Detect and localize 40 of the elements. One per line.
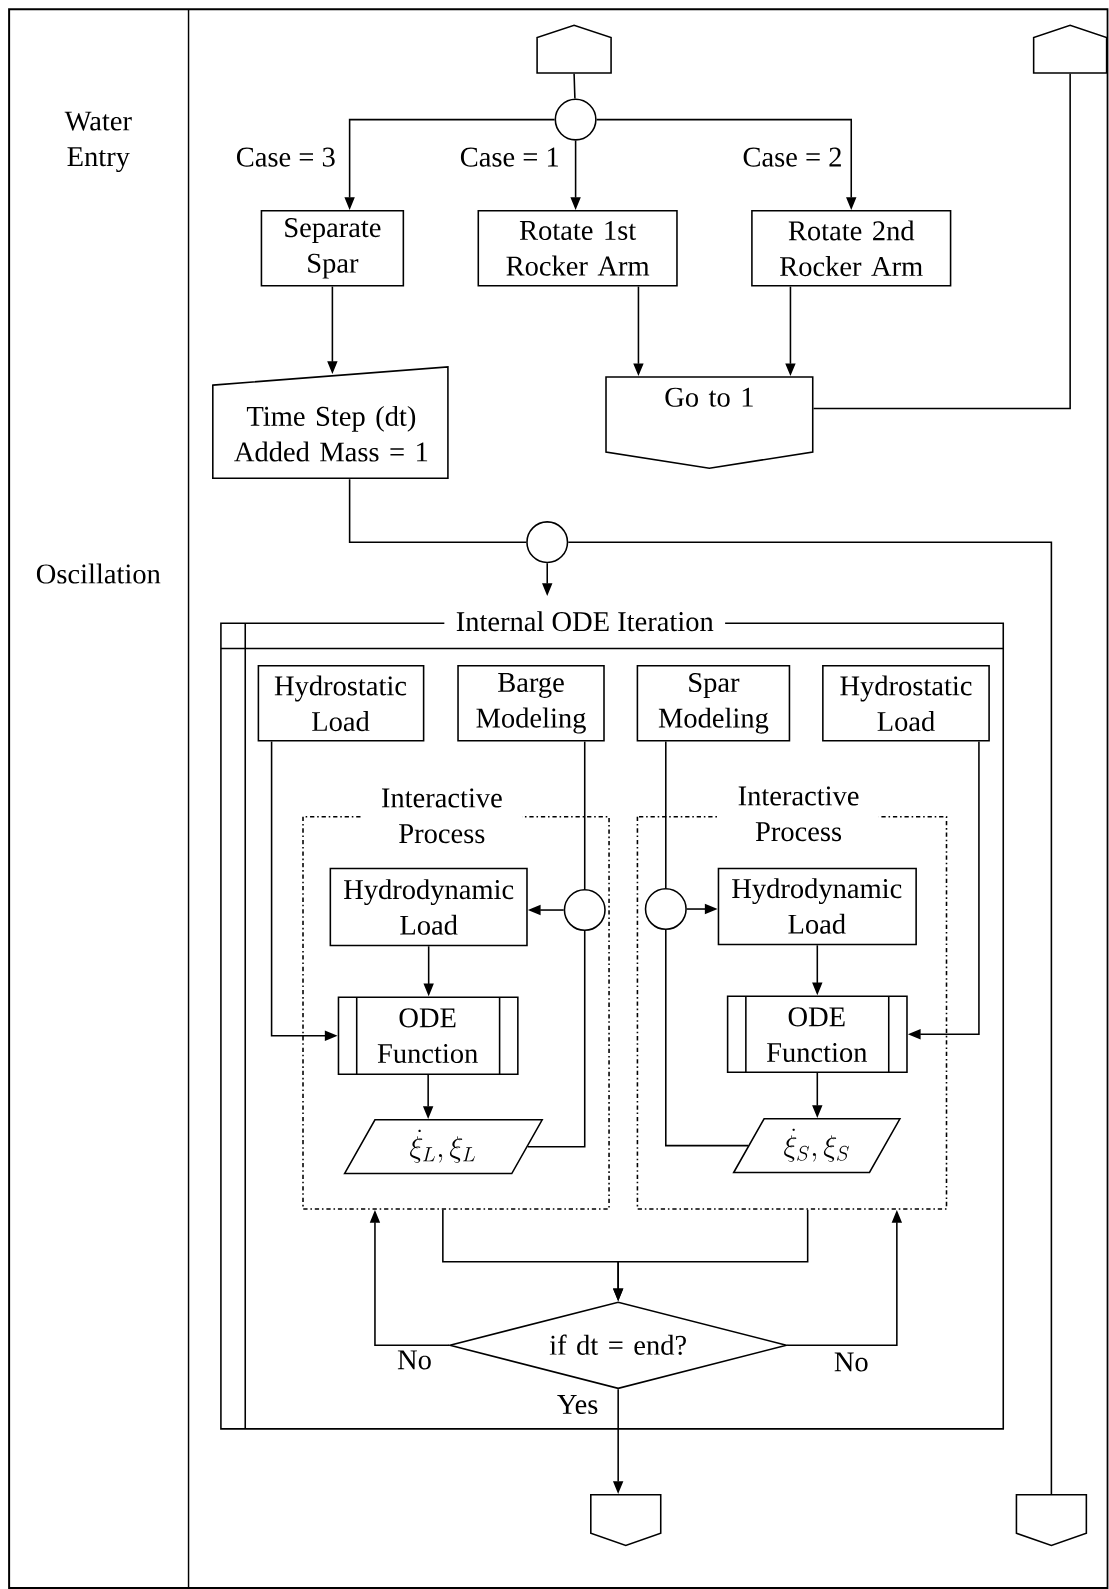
process-box: Hydrodynamic Load	[717, 867, 918, 946]
lane-label: Water Entry	[64, 111, 132, 173]
edge-label: No	[834, 1352, 868, 1372]
off-page-connector	[590, 1493, 662, 1547]
edge-label: Yes	[557, 1395, 598, 1415]
predefined-process-box: ODE Function	[337, 996, 519, 1075]
manual-input-box: Time Step (dt) Added Mass = 1	[212, 366, 449, 480]
edge-label: Case = 3	[237, 147, 335, 167]
lane-label: Oscillation	[37, 563, 161, 584]
off-page-connector	[1015, 1493, 1088, 1547]
process-box: Spar Modeling	[636, 665, 791, 742]
process-box: Separate Spar	[260, 210, 405, 287]
off-page-connector	[1033, 24, 1108, 74]
process-box: Rotate 2nd Rocker Arm	[751, 210, 952, 287]
process-box: Hydrodynamic Load	[329, 867, 528, 947]
edge-label: No	[398, 1350, 431, 1370]
connector-line	[665, 929, 750, 1147]
data-parallelogram: $\dot{\xi}_L, \xi_L$	[343, 1119, 544, 1175]
process-box: Hydrostatic Load	[822, 665, 991, 742]
connector-line	[665, 740, 667, 889]
edge-label: Case = 1	[461, 147, 559, 167]
connector-line	[567, 541, 1053, 1495]
process-box: Hydrostatic Load	[257, 665, 425, 742]
connector-line	[584, 740, 586, 890]
node-label: Interactive	[382, 788, 502, 808]
junction-circle	[554, 98, 597, 141]
process-box: Barge Modeling	[457, 665, 605, 742]
junction-circle	[526, 521, 569, 564]
connector-line	[812, 73, 1072, 410]
edge-label: Case = 2	[743, 147, 842, 167]
off-page-connector: Go to 1	[605, 376, 814, 469]
predefined-process-box: ODE Function	[727, 995, 908, 1073]
off-page-connector	[536, 24, 613, 74]
node-label: Interactive	[738, 786, 859, 806]
connector-line	[349, 478, 528, 543]
junction-circle	[644, 887, 688, 931]
process-box: Rotate 1st Rocker Arm	[477, 210, 678, 287]
connector-line	[527, 930, 586, 1148]
connector-line	[573, 73, 576, 100]
junction-circle	[563, 889, 606, 932]
